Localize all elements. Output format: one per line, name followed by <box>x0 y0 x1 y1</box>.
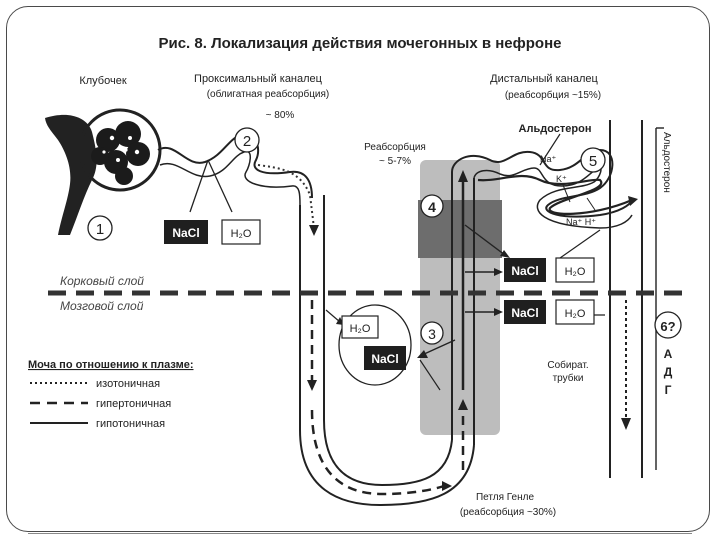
adh-letter-a: А <box>664 347 673 361</box>
svg-text:2: 2 <box>243 133 251 150</box>
reabsorption-label: Реабсорбция <box>364 141 426 153</box>
svg-text:4: 4 <box>428 199 436 215</box>
cortex-label: Корковый слой <box>60 274 144 288</box>
proximal-isotonic-flow <box>257 164 315 229</box>
thick-ascending-nacl-arrow <box>464 224 506 256</box>
glomerulus-label: Клубочек <box>79 75 126 87</box>
aldosterone-label: Альдостерон <box>519 123 592 135</box>
cortex-h2o-box: H₂O <box>555 257 595 283</box>
svg-text:5: 5 <box>589 153 597 170</box>
proximal-nacl-arrow <box>189 159 209 213</box>
aldosterone-arrow <box>539 133 561 166</box>
medulla-h2o-box: H₂O <box>555 299 595 325</box>
collecting-flow-arrow <box>621 418 631 430</box>
proximal-h2o-box: H₂O <box>221 219 261 245</box>
distal-sublabel: (реабсорбция ~15%) <box>505 89 601 101</box>
figure-title: Рис. 8. Локализация действия мочегонных … <box>158 35 561 52</box>
proximal-sublabel: (облигатная реабсорбция) <box>207 88 330 100</box>
thick-ascending-arrowhead <box>500 250 510 258</box>
interstitium-h2o-box: H₂O <box>341 315 379 339</box>
proximal-percent: ~ 80% <box>266 110 295 121</box>
legend-title: Моча по отношению к плазме: <box>28 359 193 371</box>
loop-label: Петля Генле <box>476 492 534 503</box>
descending-flow-arrow <box>307 380 317 391</box>
legend-label-isotonic: изотоничная <box>96 378 160 390</box>
proximal-flow-arrow <box>309 225 319 236</box>
ascending-to-interstitium-arrow <box>421 339 456 356</box>
marker-5: 5 <box>580 147 606 173</box>
loop-sublabel: (реабсорбция ~30%) <box>460 506 556 518</box>
na-h-exchange-arrow <box>586 197 596 211</box>
marker-6: 6? <box>654 311 682 339</box>
legend-label-hypotonic: гипотоничная <box>96 418 165 430</box>
marker-2: 2 <box>234 127 260 153</box>
marker-4: 4 <box>420 194 444 218</box>
glomerulus-highlights <box>102 135 140 162</box>
proximal-nacl-box: NaCl <box>164 220 208 244</box>
proximal-h2o-arrow <box>207 159 233 213</box>
footer-rule <box>28 533 692 534</box>
interstitium-ellipse <box>338 304 412 386</box>
adh-letter-d: Д <box>664 365 673 379</box>
distal-flow-line <box>477 174 633 215</box>
legend-label-hypertonic: гипертоничная <box>96 398 171 410</box>
svg-text:NaCl: NaCl <box>371 352 398 366</box>
svg-text:H₂O: H₂O <box>350 323 371 335</box>
loop-hypertonic-flow <box>310 409 445 496</box>
loop-flow-arrow <box>442 481 452 491</box>
svg-text:6?: 6? <box>660 319 675 334</box>
marker-1: 1 <box>87 215 113 241</box>
proximal-tubule-wall-inner <box>159 150 301 206</box>
marker-3: 3 <box>420 321 444 345</box>
ascending-flow-arrow-upper <box>458 170 468 182</box>
k-ion-label: K⁺ <box>556 174 567 184</box>
ascending-medulla-arrowhead <box>494 308 503 316</box>
aldosterone-vertical-label: Альдостерон <box>661 132 672 193</box>
svg-text:H₂O: H₂O <box>565 308 586 320</box>
interstitium-nacl-box: NaCl <box>364 346 406 370</box>
na-ion-label: Na⁺ <box>540 154 557 164</box>
loop-reabsorb-arrow <box>419 359 441 391</box>
cortex-nacl-box: NaCl <box>504 258 546 282</box>
svg-text:1: 1 <box>96 221 104 238</box>
collecting-label-line1: Собират. <box>547 359 588 371</box>
afferent-arteriole <box>45 114 97 235</box>
ascending-interstitium-arrowhead <box>417 350 428 358</box>
collecting-label-line2: трубки <box>553 372 584 384</box>
distal-to-cortex-arrow <box>559 229 601 259</box>
svg-text:H₂O: H₂O <box>565 266 586 278</box>
loop-inner-wall <box>323 419 453 487</box>
svg-text:NaCl: NaCl <box>511 306 538 320</box>
medulla-label: Мозговой слой <box>60 299 144 313</box>
svg-text:NaCl: NaCl <box>511 264 538 278</box>
svg-text:H₂O: H₂O <box>231 228 252 240</box>
medulla-nacl-box: NaCl <box>504 300 546 324</box>
glomerulus-capillaries <box>91 121 150 185</box>
svg-text:3: 3 <box>428 326 436 342</box>
reabsorption-percent: ~ 5-7% <box>379 156 411 167</box>
proximal-label: Проксимальный каналец <box>194 73 323 85</box>
na-k-exchange-arrow <box>562 184 571 203</box>
distal-flow-arrow <box>628 196 638 206</box>
ascending-cortex-arrowhead <box>494 268 503 276</box>
na-h-ion-label: Na⁺ H⁺ <box>566 217 596 227</box>
ascending-flow-arrow-lower <box>458 399 468 410</box>
descending-water-arrow <box>325 309 341 323</box>
svg-text:NaCl: NaCl <box>172 226 199 240</box>
loop-outer-wall <box>299 429 475 507</box>
adh-letter-g: Г <box>665 383 672 397</box>
distal-label: Дистальный каналец <box>490 73 598 85</box>
